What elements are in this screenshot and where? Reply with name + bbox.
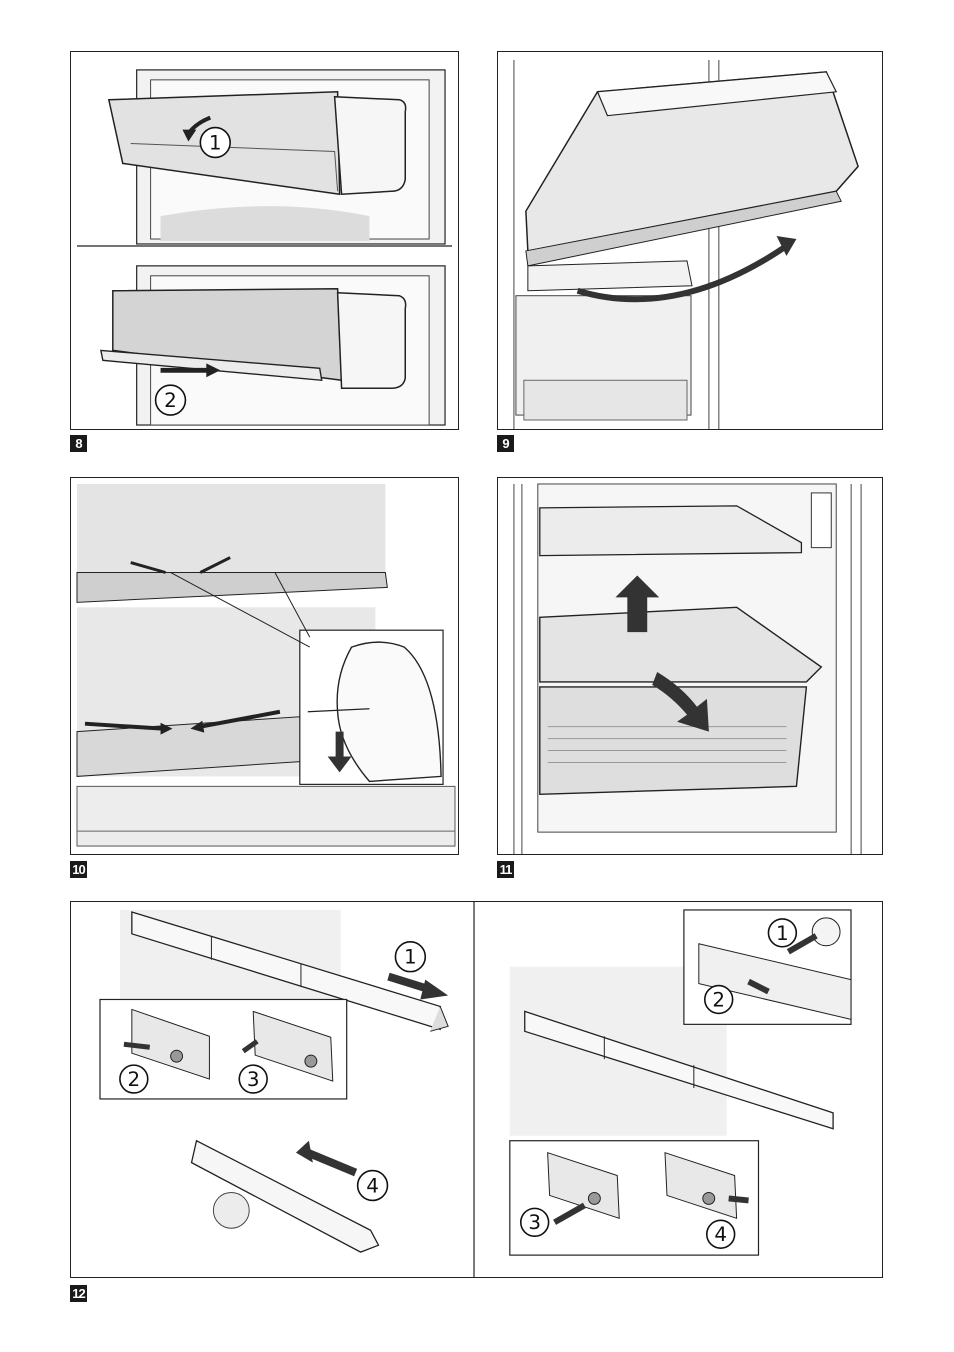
figure-10-label: 10 xyxy=(70,861,87,878)
left-detail-inset: 2 3 xyxy=(100,999,347,1098)
figure-12-illustration: 1 2 3 4 xyxy=(71,902,882,1277)
left-step-1-label: 1 xyxy=(404,946,417,969)
figure-8-label: 8 xyxy=(70,435,87,452)
left-step-2-label: 2 xyxy=(127,1068,140,1091)
figure-11-illustration xyxy=(498,478,882,854)
figure-9-illustration xyxy=(498,52,882,429)
figure-8-illustration: 1 2 xyxy=(71,52,458,429)
step-1-marker: 1 xyxy=(200,128,230,158)
left-step-1-arrow: 1 xyxy=(388,942,448,1000)
door-shelf-top-scene xyxy=(109,70,445,244)
figure-11-label: 11 xyxy=(497,861,514,878)
right-step-2-label: 2 xyxy=(712,988,725,1011)
figure-9-label: 9 xyxy=(497,435,514,452)
figure-8-panel: 1 2 xyxy=(70,51,459,430)
figure-9-panel xyxy=(497,51,883,430)
right-top-inset: 1 2 xyxy=(684,910,851,1024)
step-2-marker: 2 xyxy=(156,385,186,415)
figure-10-panel xyxy=(70,477,459,855)
right-bottom-inset: 3 4 xyxy=(510,1141,759,1255)
hand-detail-inset xyxy=(300,630,443,784)
left-step-4-label: 4 xyxy=(366,1174,379,1197)
figure-11-panel xyxy=(497,477,883,855)
freezer-flap xyxy=(526,72,858,291)
step-2-label: 2 xyxy=(164,389,177,412)
left-rail-removed: 4 xyxy=(192,1141,388,1252)
right-step-1-label: 1 xyxy=(776,922,789,945)
door-shelf-bottom-scene xyxy=(101,266,445,425)
right-step-4-label: 4 xyxy=(714,1223,727,1246)
step-1-label: 1 xyxy=(209,131,222,154)
figure-10-illustration xyxy=(71,478,458,854)
right-step-3-label: 3 xyxy=(528,1211,541,1234)
figure-12-label: 12 xyxy=(70,1285,87,1302)
left-step-3-label: 3 xyxy=(247,1068,260,1091)
figure-12-panel: 1 2 3 4 xyxy=(70,901,883,1278)
